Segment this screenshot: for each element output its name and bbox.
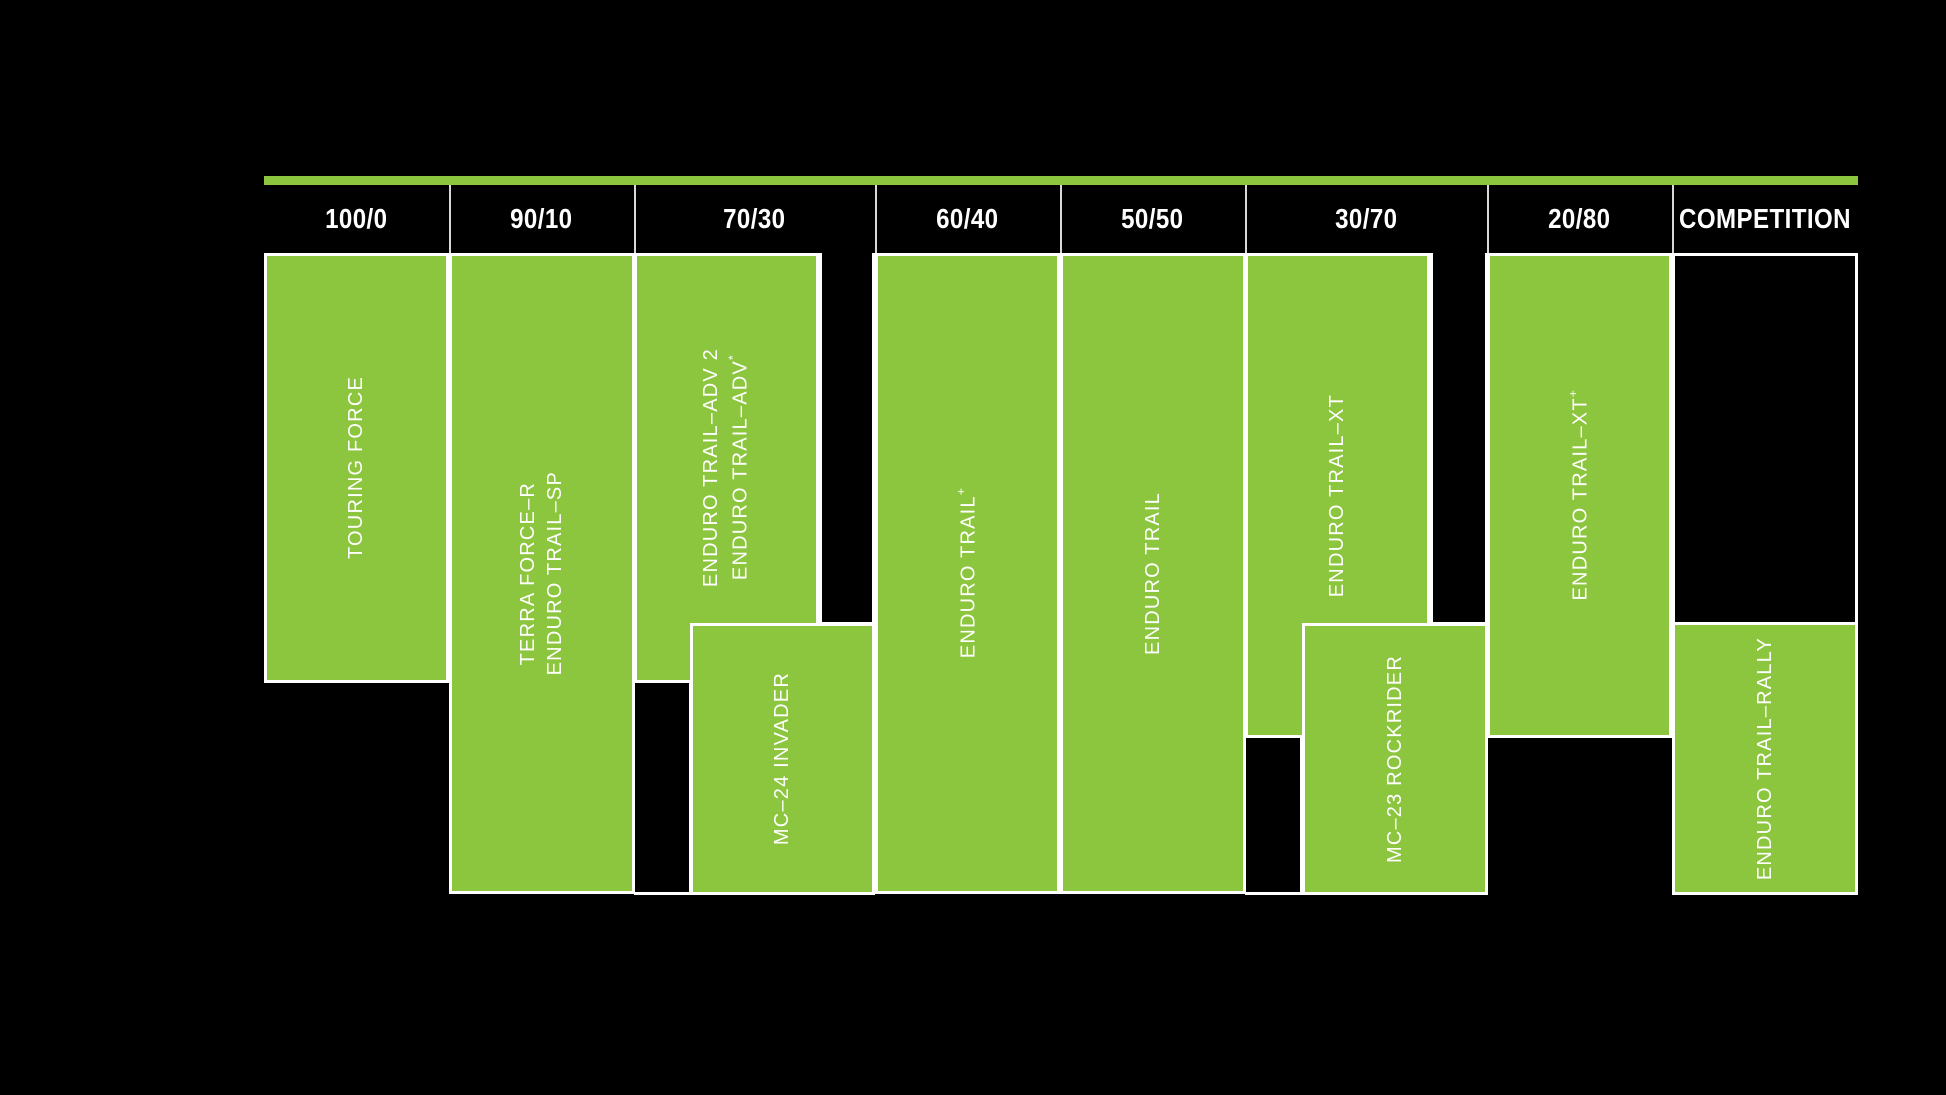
bar-label-wrap: ENDURO TRAIL–ADV 2 ENDURO TRAIL–ADV* xyxy=(637,256,816,680)
bar-label-superscript: * xyxy=(726,355,741,361)
header-divider-3 xyxy=(875,185,877,253)
empty-cell-outline-30-70 xyxy=(1430,253,1488,625)
bar-label-group: ENDURO TRAIL–XT+ xyxy=(1566,390,1594,600)
column-header-90-10[interactable]: 90/10 xyxy=(449,185,634,253)
bar-enduro-trail-xt-plus[interactable]: ENDURO TRAIL–XT+ xyxy=(1487,253,1672,738)
bar-label-text: ENDURO TRAIL xyxy=(957,495,980,659)
column-header-label: 90/10 xyxy=(510,203,573,234)
header-divider-2 xyxy=(634,185,636,253)
bar-touring-force[interactable]: TOURING FORCE xyxy=(264,253,449,683)
bar-label-wrap: ENDURO TRAIL+ xyxy=(878,256,1057,891)
column-header-label: 70/30 xyxy=(723,203,786,234)
column-header-label: COMPETITION xyxy=(1679,203,1851,234)
bar-label-group: TERRA FORCE–R ENDURO TRAIL–SP xyxy=(515,471,569,675)
column-header-label: 60/40 xyxy=(936,203,999,234)
bar-label-wrap: MC–23 ROCKRIDER xyxy=(1305,626,1485,892)
bar-label-wrap: TERRA FORCE–R ENDURO TRAIL–SP xyxy=(452,256,632,891)
column-header-20-80[interactable]: 20/80 xyxy=(1487,185,1672,253)
column-header-70-30[interactable]: 70/30 xyxy=(634,185,875,253)
column-header-100-0[interactable]: 100/0 xyxy=(264,185,449,253)
column-header-competition[interactable]: COMPETITION xyxy=(1672,185,1858,253)
bar-label-text: ENDURO TRAIL–XT xyxy=(1569,397,1592,601)
empty-cell-outline-30-70-lower xyxy=(1245,738,1303,895)
bar-label-line-2: ENDURO TRAIL–ADV xyxy=(729,360,752,581)
header-divider-6 xyxy=(1487,185,1489,253)
empty-cell-outline-70-30 xyxy=(819,253,875,625)
bar-label-line-1: ENDURO TRAIL–ADV 2 xyxy=(700,348,723,588)
column-header-50-50[interactable]: 50/50 xyxy=(1060,185,1245,253)
bar-mc-24-invader[interactable]: MC–24 INVADER xyxy=(690,623,875,895)
bar-label-wrap: ENDURO TRAIL xyxy=(1063,256,1243,891)
bar-label: MC–23 ROCKRIDER xyxy=(1383,654,1406,864)
bar-label-superscript: + xyxy=(953,488,968,496)
bar-label: ENDURO TRAIL–XT xyxy=(1326,393,1348,598)
header-divider-5 xyxy=(1245,185,1247,253)
column-header-label: 100/0 xyxy=(325,203,388,234)
bar-label: MC–24 INVADER xyxy=(771,672,793,846)
header-divider-4 xyxy=(1060,185,1062,253)
column-header-label: 20/80 xyxy=(1548,203,1611,234)
column-header-60-40[interactable]: 60/40 xyxy=(875,185,1060,253)
bar-enduro-trail-plus[interactable]: ENDURO TRAIL+ xyxy=(875,253,1060,894)
bar-mc-23-rockrider[interactable]: MC–23 ROCKRIDER xyxy=(1302,623,1488,895)
competition-empty-cell-outline xyxy=(1672,253,1858,623)
header-divider-1 xyxy=(449,185,451,253)
bar-label-wrap: ENDURO TRAIL–RALLY xyxy=(1675,625,1855,892)
empty-cell-outline-70-30-lower xyxy=(634,683,692,895)
bar-label-wrap: MC–24 INVADER xyxy=(693,626,872,892)
bar-label-line-2: ENDURO TRAIL–SP xyxy=(544,471,566,676)
bar-enduro-trail-rally[interactable]: ENDURO TRAIL–RALLY xyxy=(1672,622,1858,895)
bar-label-wrap: TOURING FORCE xyxy=(267,256,446,680)
bar-label-superscript: + xyxy=(1565,390,1580,398)
bar-label: ENDURO TRAIL xyxy=(1141,492,1164,655)
bar-enduro-trail-adv[interactable]: ENDURO TRAIL–ADV 2 ENDURO TRAIL–ADV* xyxy=(634,253,819,683)
bar-label: ENDURO TRAIL–RALLY xyxy=(1753,636,1776,881)
bar-enduro-trail[interactable]: ENDURO TRAIL xyxy=(1060,253,1246,894)
top-accent-rule xyxy=(264,176,1858,185)
bar-label-group: ENDURO TRAIL–ADV 2 ENDURO TRAIL–ADV* xyxy=(698,348,755,587)
column-header-30-70[interactable]: 30/70 xyxy=(1245,185,1487,253)
bar-terra-force-r[interactable]: TERRA FORCE–R ENDURO TRAIL–SP xyxy=(449,253,635,894)
column-header-label: 30/70 xyxy=(1334,203,1398,234)
bar-label-group: ENDURO TRAIL+ xyxy=(954,488,982,658)
header-divider-7 xyxy=(1672,185,1674,253)
bar-label-wrap: ENDURO TRAIL–XT+ xyxy=(1490,256,1669,735)
bar-label: TOURING FORCE xyxy=(345,376,367,560)
column-header-label: 50/50 xyxy=(1121,203,1184,234)
bar-label-line-1: TERRA FORCE–R xyxy=(517,481,539,666)
